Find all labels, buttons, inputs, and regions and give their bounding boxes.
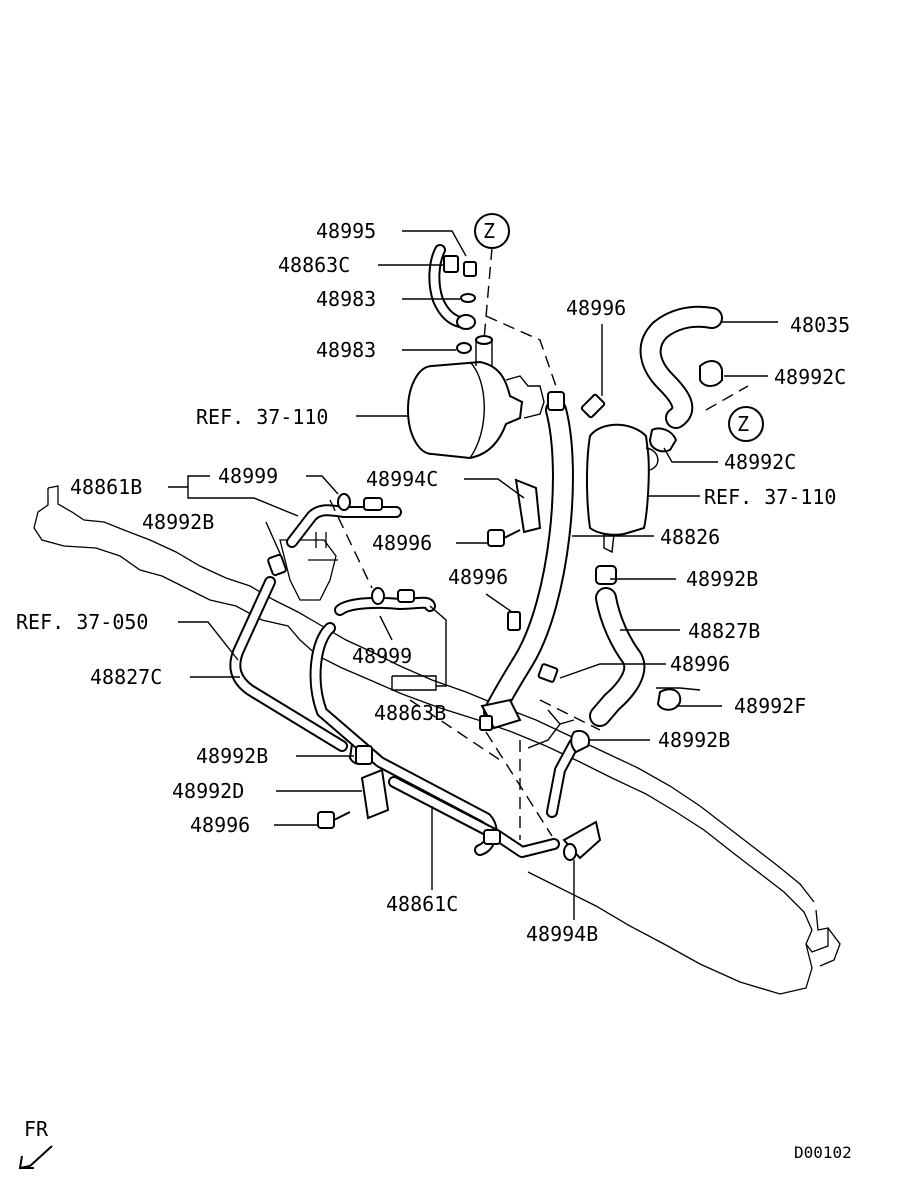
label-48996-d: 48996 [670, 652, 730, 676]
part-labels: 48995 48863C 48983 48983 REF. 37-110 488… [16, 219, 850, 946]
label-ref-37-110-pump: REF. 37-110 [196, 405, 328, 429]
label-48861C: 48861C [386, 892, 458, 916]
label-48992B-c: 48992B [686, 567, 758, 591]
callout-z-top-label: Z [483, 219, 495, 243]
label-48996-a: 48996 [190, 813, 250, 837]
label-48994B: 48994B [526, 922, 598, 946]
pipe-48861B [286, 493, 402, 548]
front-direction-indicator: FR [18, 1117, 53, 1169]
dashed-relations [329, 247, 749, 840]
label-ref-37-050: REF. 37-050 [16, 610, 148, 634]
label-48992B-d: 48992B [658, 728, 730, 752]
callout-z-top: Z [474, 213, 510, 249]
label-ref-37-110-tank: REF. 37-110 [704, 485, 836, 509]
label-48992D: 48992D [172, 779, 244, 803]
drawing-code: D00102 [794, 1143, 852, 1162]
label-48992C-b: 48992C [724, 450, 796, 474]
fr-label: FR [24, 1117, 49, 1141]
label-48827B: 48827B [688, 619, 760, 643]
reservoir-tank [586, 423, 659, 554]
hose-48035 [639, 305, 723, 453]
pipe-48827B [589, 565, 646, 727]
label-48996-c: 48996 [448, 565, 508, 589]
label-48983-a: 48983 [316, 287, 376, 311]
label-48983-b: 48983 [316, 338, 376, 362]
label-48994C: 48994C [366, 467, 438, 491]
label-48995: 48995 [316, 219, 376, 243]
power-steering-pump [407, 335, 545, 460]
label-48992F: 48992F [734, 694, 806, 718]
steering-gear-outline [33, 485, 841, 995]
label-48992B-a: 48992B [142, 510, 214, 534]
front-arrow-icon [18, 1145, 53, 1169]
label-48035: 48035 [790, 313, 850, 337]
label-48992C-a: 48992C [774, 365, 846, 389]
lower-pipes-brackets [355, 478, 682, 861]
leader-lines [168, 230, 778, 920]
hose-48826 [479, 391, 574, 731]
label-48996-b: 48996 [372, 531, 432, 555]
label-48863B: 48863B [374, 701, 446, 725]
label-48996-top: 48996 [566, 296, 626, 320]
label-48999-b: 48999 [352, 644, 412, 668]
bolts-fittings [317, 244, 606, 829]
label-48826: 48826 [660, 525, 720, 549]
label-48861B: 48861B [70, 475, 142, 499]
label-48999-a: 48999 [218, 464, 278, 488]
callout-z-right-label: Z [737, 412, 749, 436]
label-48992B-b: 48992B [196, 744, 268, 768]
callout-z-right: Z [728, 406, 764, 442]
pipe-48861C [309, 587, 560, 858]
label-48863C: 48863C [278, 253, 350, 277]
label-48827C: 48827C [90, 665, 162, 689]
